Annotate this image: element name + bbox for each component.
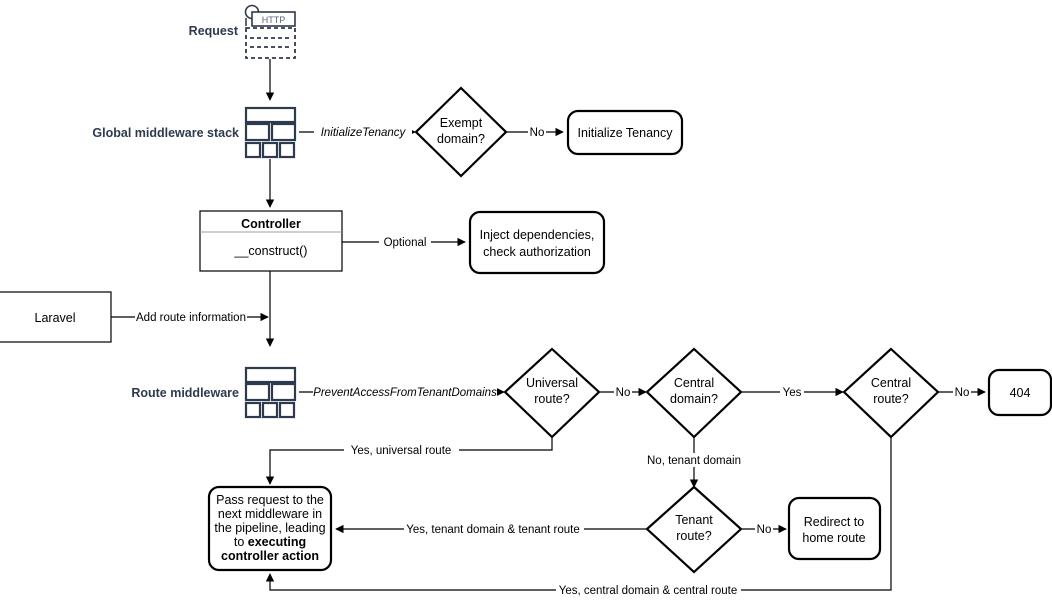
edge-label-universal-no: No: [616, 387, 631, 399]
decision-central-route[interactable]: Central route?: [842, 347, 940, 439]
not-found-label: 404: [1010, 386, 1031, 400]
node-laravel[interactable]: Laravel: [0, 291, 112, 343]
tenant-route-line2: route?: [676, 529, 711, 543]
central-domain-line2: domain?: [670, 392, 718, 406]
edge-label-add-route-information: Add route information: [136, 312, 246, 324]
pass-request-line4: to executing: [234, 535, 306, 549]
global-middleware-stack-group: Global middleware stack: [92, 106, 297, 159]
exempt-domain-line1: Exempt: [440, 116, 483, 130]
node-redirect-home-route[interactable]: Redirect to home route: [787, 496, 882, 561]
pass-request-line4-bold: executing: [248, 535, 306, 549]
edge-label-central-route-no: No: [955, 387, 970, 399]
edge-label-yes-universal-route: Yes, universal route: [351, 445, 452, 457]
controller-title: Controller: [241, 217, 301, 231]
decision-tenant-route[interactable]: Tenant route?: [645, 485, 743, 574]
edge-label-exempt-no: No: [530, 127, 545, 139]
redirect-line2: home route: [802, 531, 865, 545]
central-route-line1: Central: [871, 376, 911, 390]
pass-request-line1: Pass request to the: [216, 493, 324, 507]
decision-universal-route[interactable]: Universal route?: [503, 347, 601, 439]
inject-dependencies-line2: check authorization: [483, 245, 591, 259]
node-pass-request[interactable]: Pass request to the next middleware in t…: [207, 485, 333, 572]
middleware-stack-icon: [244, 366, 297, 419]
central-domain-line1: Central: [674, 376, 714, 390]
edge-label-central-domain-yes: Yes: [783, 387, 802, 399]
universal-route-line2: route?: [534, 392, 569, 406]
http-icon-label: HTTP: [262, 15, 286, 25]
central-route-line2: route?: [873, 392, 908, 406]
global-middleware-stack-label: Global middleware stack: [92, 126, 239, 140]
inject-dependencies-line1: Inject dependencies,: [480, 228, 595, 242]
request-group: Request HTTP: [189, 4, 296, 59]
pass-request-line4-plain: to: [234, 535, 248, 549]
node-controller[interactable]: Controller __construct(): [199, 210, 343, 272]
node-404[interactable]: 404: [987, 368, 1052, 417]
redirect-line1: Redirect to: [804, 515, 864, 529]
pass-request-line2: next middleware in: [218, 507, 322, 521]
edge-label-tenant-route-no: No: [757, 524, 772, 536]
universal-route-line1: Universal: [526, 376, 578, 390]
request-label: Request: [189, 24, 239, 38]
decision-exempt-domain[interactable]: Exempt domain?: [414, 86, 508, 178]
route-middleware-label: Route middleware: [131, 386, 239, 400]
controller-method: __construct(): [234, 244, 308, 258]
http-request-icon: HTTP: [244, 4, 296, 59]
tenant-route-line1: Tenant: [675, 513, 713, 527]
node-inject-dependencies[interactable]: Inject dependencies, check authorization: [468, 210, 606, 275]
middleware-stack-icon: [244, 106, 297, 159]
node-initialize-tenancy[interactable]: Initialize Tenancy: [566, 109, 684, 156]
edge-label-optional: Optional: [384, 237, 427, 249]
initialize-tenancy-label: Initialize Tenancy: [578, 126, 674, 140]
edge-label-prevent-access: PreventAccessFromTenantDomains: [313, 387, 497, 399]
exempt-domain-line2: domain?: [437, 132, 485, 146]
decision-central-domain[interactable]: Central domain?: [645, 347, 743, 439]
edge-label-no-tenant-domain: No, tenant domain: [647, 455, 741, 467]
route-middleware-stack-group: Route middleware: [131, 366, 297, 419]
edge-label-initialize-tenancy: InitializeTenancy: [321, 127, 407, 139]
pass-request-line5: controller action: [221, 549, 319, 563]
edge-label-yes-central-domain-central-route: Yes, central domain & central route: [559, 585, 738, 597]
pass-request-line3: the pipeline, leading: [214, 521, 325, 535]
laravel-label: Laravel: [35, 311, 76, 325]
edge-label-yes-tenant-domain-tenant-route: Yes, tenant domain & tenant route: [406, 524, 579, 536]
